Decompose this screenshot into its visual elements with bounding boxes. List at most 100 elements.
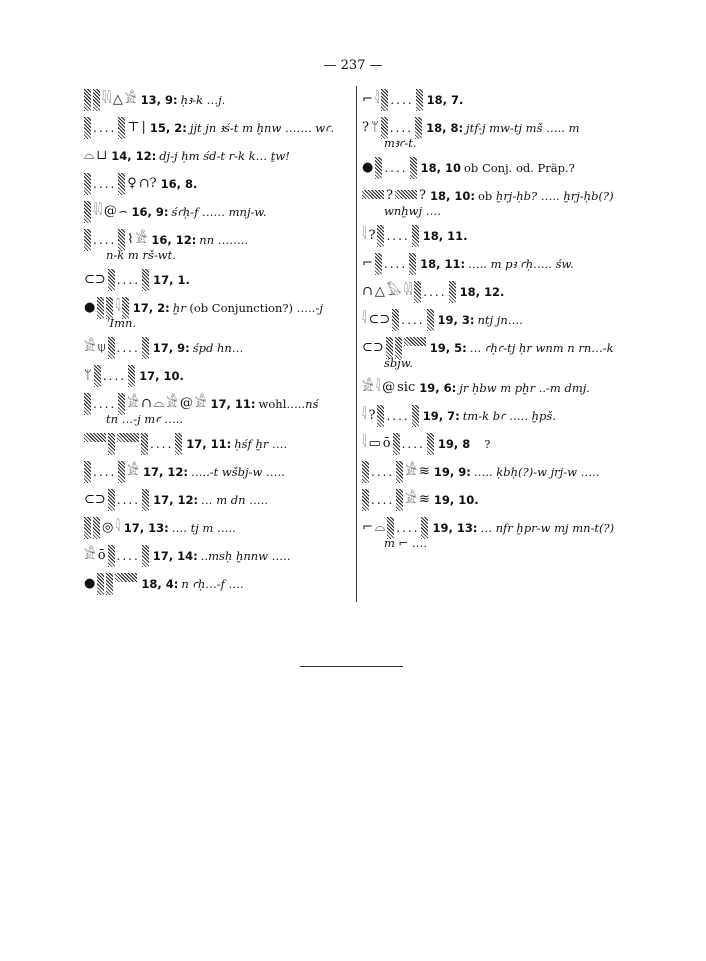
ellipsis: .... [93,121,117,135]
index-entry: ....𓀀≋19, 9:….. ḳbḥ(?)-w jrj-w ….. [362,458,652,486]
index-entry: ⊂⊃....17, 12:… m dn ….. [84,486,352,514]
hieroglyph-group: ?? [362,189,426,202]
hieroglyph-group: ⌓⊔ [84,148,107,163]
ellipsis: .... [384,161,408,175]
lacuna-hatch-icon [107,545,115,567]
transliteration: jr ḥbw m pḫr ..-m dmj. [459,381,590,395]
hieroglyph-icon: ⌓ [84,148,95,163]
right-column: ⌐𓇋....18, 7.?ᛘ....18, 8:jtf-j mw-tj mš …… [362,86,652,554]
hieroglyph-group: .... [84,433,183,455]
hieroglyph-icon: 𓀀 [124,92,137,107]
reference: 18, 10: [429,189,475,203]
hieroglyph-group: 𓇋𓇋△𓀀 [84,89,137,111]
hieroglyph-icon: ⌐ [362,256,373,271]
hieroglyph-icon: 𓀀 [127,396,139,411]
lacuna-hatch-icon [377,405,385,427]
reference: 19, 5: [429,341,467,355]
reference: 17, 9: [152,341,190,355]
ellipsis: .... [401,313,425,327]
reference: 18, 11: [420,257,466,271]
hieroglyph-group: ⌐.... [362,253,417,275]
lacuna-hatch-icon [118,117,126,139]
hieroglyph-icon: ⍦ [97,340,106,355]
lacuna-hatch-icon [141,433,148,455]
hieroglyph-group: ● [84,573,138,595]
ellipsis: .... [93,397,117,411]
lacuna-hatch-icon [414,281,422,303]
lacuna-hatch-icon [396,461,404,483]
lacuna-hatch-wide-icon [394,190,417,199]
ellipsis: .... [386,409,410,423]
reference: 18, 11. [422,229,468,243]
reference: 19, 13: [432,521,478,535]
reference: 16, 8. [160,177,198,191]
reference: 19, 6: [419,381,457,395]
hieroglyph-icon: @ [179,396,193,411]
reference: 19, 9: [433,465,471,479]
hieroglyph-icon: 𓀀 [405,492,417,507]
lacuna-hatch-icon [362,461,369,483]
transliteration: n ꜥḥ…-f …. [181,577,244,591]
ellipsis: .... [390,93,414,107]
hieroglyph-icon: 𓀀 [127,464,139,479]
hieroglyph-icon: ⌢ [118,204,128,219]
reference: 17, 14: [152,549,198,563]
column-divider [356,86,357,602]
hieroglyph-icon: | [141,120,146,135]
hieroglyph-icon: ≋ [418,492,430,507]
reference: 18, 8: [426,121,464,135]
reference: 19, 7: [422,409,460,423]
reference: 17, 12: [142,465,188,479]
reference: 15, 2: [149,121,187,135]
footer-rule [300,666,403,667]
index-entry: ....♀∩?16, 8. [84,170,352,198]
ellipsis: .... [371,493,395,507]
hieroglyph-group: ⌐𓇋.... [362,89,423,111]
hieroglyph-icon: ∩ [362,284,373,299]
lacuna-hatch-icon [84,461,91,483]
hieroglyph-group: 𓇋▭ō.... [362,433,434,455]
hieroglyph-icon: ● [362,160,374,175]
ellipsis: .... [116,549,140,563]
lacuna-hatch-icon [107,337,115,359]
transliteration: ḫr [172,301,186,315]
hieroglyph-icon: ? [362,120,369,135]
transliteration: ḥꜣ-k …j. [180,93,226,107]
ellipsis: .... [93,233,117,247]
lacuna-hatch-icon [97,297,105,319]
hieroglyph-group: ◎𓇋 [84,517,120,539]
lacuna-hatch-wide-icon [403,337,426,346]
lacuna-hatch-icon [411,225,419,247]
lacuna-hatch-wide-icon [362,190,384,199]
transliteration: …..nś [286,397,319,411]
continuation-line: mꜣꜥ-t. [384,136,417,150]
reference: 19, 3: [437,313,475,327]
hieroglyph-icon: ⌐ [362,92,373,107]
hieroglyph-icon: 𓇋 [362,312,367,327]
lacuna-hatch-icon [415,89,423,111]
hieroglyph-icon: ♀ [127,176,137,191]
ellipsis: .... [383,257,408,271]
hieroglyph-group: .... 𓀀≋ [362,489,430,511]
index-entry: ●18, 4:n ꜥḥ…-f …. [84,570,352,598]
hieroglyph-icon: ? [368,228,376,243]
hieroglyph-group: 𓇋⊂⊃.... [362,309,434,331]
page-number: — 237 — [323,58,383,73]
hieroglyph-icon: 𓇋 [362,436,367,451]
hieroglyph-icon: ∩ [140,396,152,411]
hieroglyph-icon: ō [97,548,106,563]
hieroglyph-icon: ▭ [368,436,381,451]
reference: 18, 7. [426,93,464,107]
hieroglyph-group: 𓀀⍦.... [84,337,149,359]
lacuna-hatch-icon [448,281,456,303]
index-entry: 𓇋𓇋@⌢16, 9:śꜥḥ-f …… mnj-w. [84,198,352,226]
hieroglyph-group: ....⌇𓀀 [84,229,147,251]
lacuna-hatch-icon [128,365,136,387]
hieroglyph-icon: ∩? [138,176,157,191]
